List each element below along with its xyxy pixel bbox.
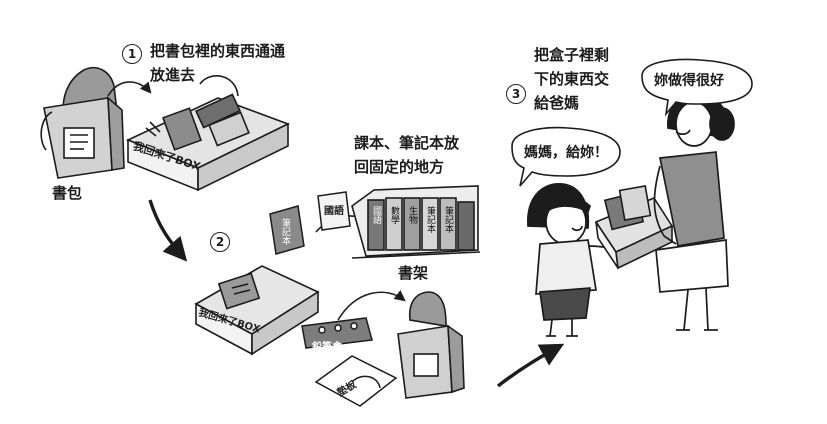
step-3-text-line-2: 下的東西交 xyxy=(534,70,610,88)
child-speech-text: 媽媽，給妳！ xyxy=(524,145,608,161)
handed-box-illustration xyxy=(594,185,674,270)
parent-speech-text: 妳做得很好 xyxy=(654,73,724,89)
pencil-case-illustration xyxy=(301,317,373,349)
bookshelf-illustration xyxy=(351,185,481,259)
step-1-text-line-1: 把書包裡的東西通通 xyxy=(150,42,286,60)
bookshelf-label: 書架 xyxy=(398,264,429,282)
pencil-case-label: 鉛筆盒 xyxy=(312,342,342,353)
notebook-label: 筆記本 xyxy=(280,218,290,245)
step-number-badge: 2 xyxy=(210,232,230,252)
parent-illustration xyxy=(653,94,735,331)
book-spine: 數學 xyxy=(389,206,399,224)
step-3-text-line-1: 把盒子裡剩 xyxy=(534,46,610,64)
backpack-label: 書包 xyxy=(52,184,83,202)
book-spine: 筆記本 xyxy=(443,206,453,233)
small-backpack-illustration xyxy=(397,291,465,399)
step-2-text-line-2: 回固定的地方 xyxy=(354,158,445,176)
book-spine: 筆記本 xyxy=(425,206,435,233)
step-number-badge: 1 xyxy=(122,44,142,64)
notebook-illustration xyxy=(269,191,351,255)
book-spine: 生物 xyxy=(407,206,417,224)
box-top-illustration xyxy=(125,75,291,192)
step-1-text-line-2: 放進去 xyxy=(150,66,196,84)
chinese-book-label: 國語 xyxy=(324,206,344,217)
speech-bubbles xyxy=(511,58,753,187)
box-mid-illustration xyxy=(194,265,320,356)
backpack-illustration xyxy=(40,66,125,179)
step-2-text-line-1: 課本、筆記本放 xyxy=(354,134,460,152)
flow-arrows xyxy=(107,81,565,388)
art-board-illustration xyxy=(314,355,398,407)
book-spine: 國語 xyxy=(371,206,381,224)
step-3-text-line-3: 給爸媽 xyxy=(534,94,580,112)
child-illustration xyxy=(527,183,633,337)
step-number-badge: 3 xyxy=(506,84,526,104)
